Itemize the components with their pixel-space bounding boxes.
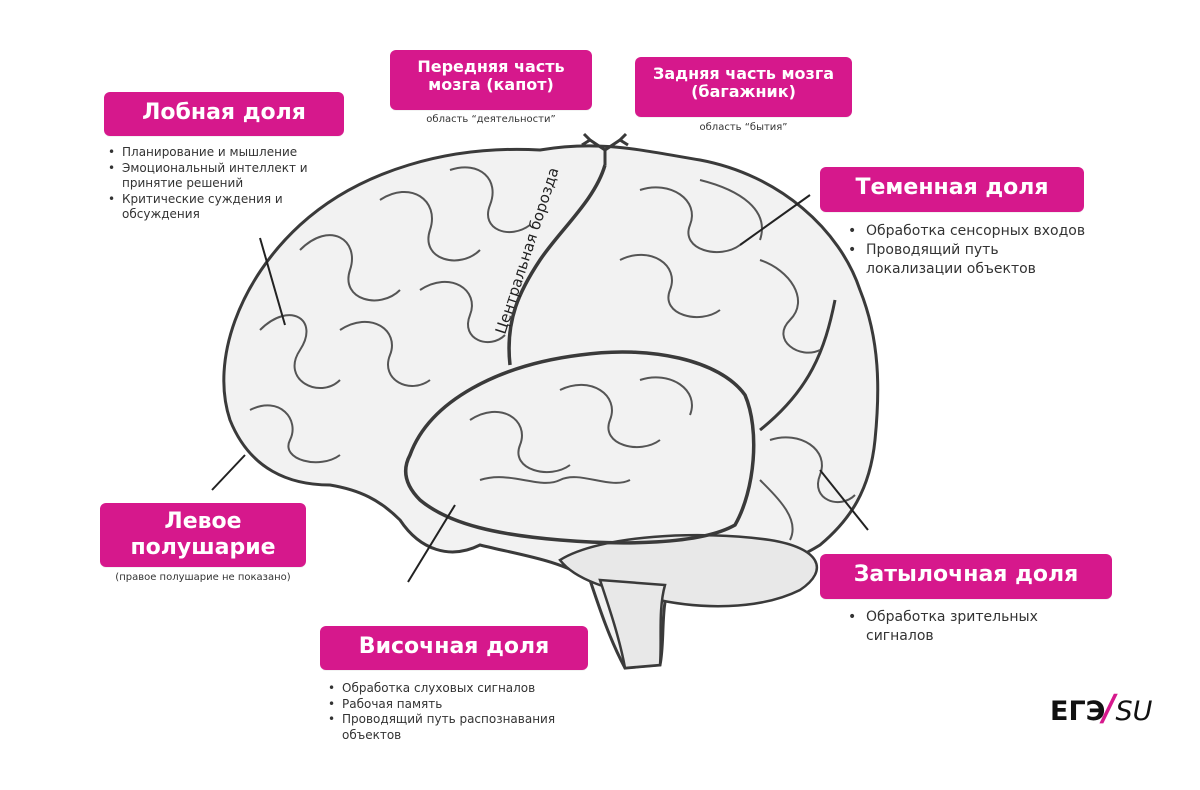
parietal-lobe-bullets: Обработка сенсорных входов Проводящий пу… [848, 222, 1088, 279]
direction-arrows [581, 132, 629, 165]
list-item: Рабочая память [328, 697, 568, 713]
list-item: Планирование и мышление [108, 145, 338, 161]
parietal-lobe-label: Теменная доля [820, 167, 1084, 212]
left-hemisphere-sublabel: (правое полушарие не показано) [115, 572, 291, 583]
logo-part2: SU [1115, 696, 1153, 727]
brainstem [598, 578, 667, 670]
frontal-lobe-label: Лобная доля [104, 92, 344, 136]
pointer-lines [211, 194, 869, 583]
temporal-lobe-outline [403, 350, 756, 545]
temporal-lobe-bullets: Обработка слуховых сигналов Рабочая памя… [328, 681, 568, 743]
list-item: Проводящий путь локализации объектов [848, 241, 1088, 279]
front-part-sublabel: область “деятельности” [426, 114, 556, 125]
ege-su-logo: ЕГЭ/SU [1050, 688, 1153, 729]
occipital-lobe-label: Затылочная доля [820, 554, 1112, 599]
list-item: Обработка сенсорных входов [848, 222, 1088, 241]
central-sulcus-line [507, 164, 607, 366]
parieto-occipital-line [759, 299, 837, 432]
logo-part1: ЕГЭ [1050, 696, 1106, 727]
left-hemisphere-label: Левое полушарие [100, 503, 306, 567]
list-item: Обработка слуховых сигналов [328, 681, 568, 697]
list-item: Обработка зрительных сигналов [848, 608, 1088, 646]
list-item: Проводящий путь распознавания объектов [328, 712, 568, 743]
occipital-lobe-bullets: Обработка зрительных сигналов [848, 608, 1088, 646]
temporal-lobe-label: Височная доля [320, 626, 588, 670]
back-part-label: Задняя часть мозга (багажник) [635, 57, 852, 117]
frontal-lobe-bullets: Планирование и мышление Эмоциональный ин… [108, 145, 338, 223]
front-part-label: Передняя часть мозга (капот) [390, 50, 592, 110]
back-part-sublabel: область “бытия” [699, 122, 788, 133]
list-item: Эмоциональный интеллект и принятие решен… [108, 161, 338, 192]
gyri-pattern [249, 166, 856, 541]
list-item: Критические суждения и обсуждения [108, 192, 338, 223]
